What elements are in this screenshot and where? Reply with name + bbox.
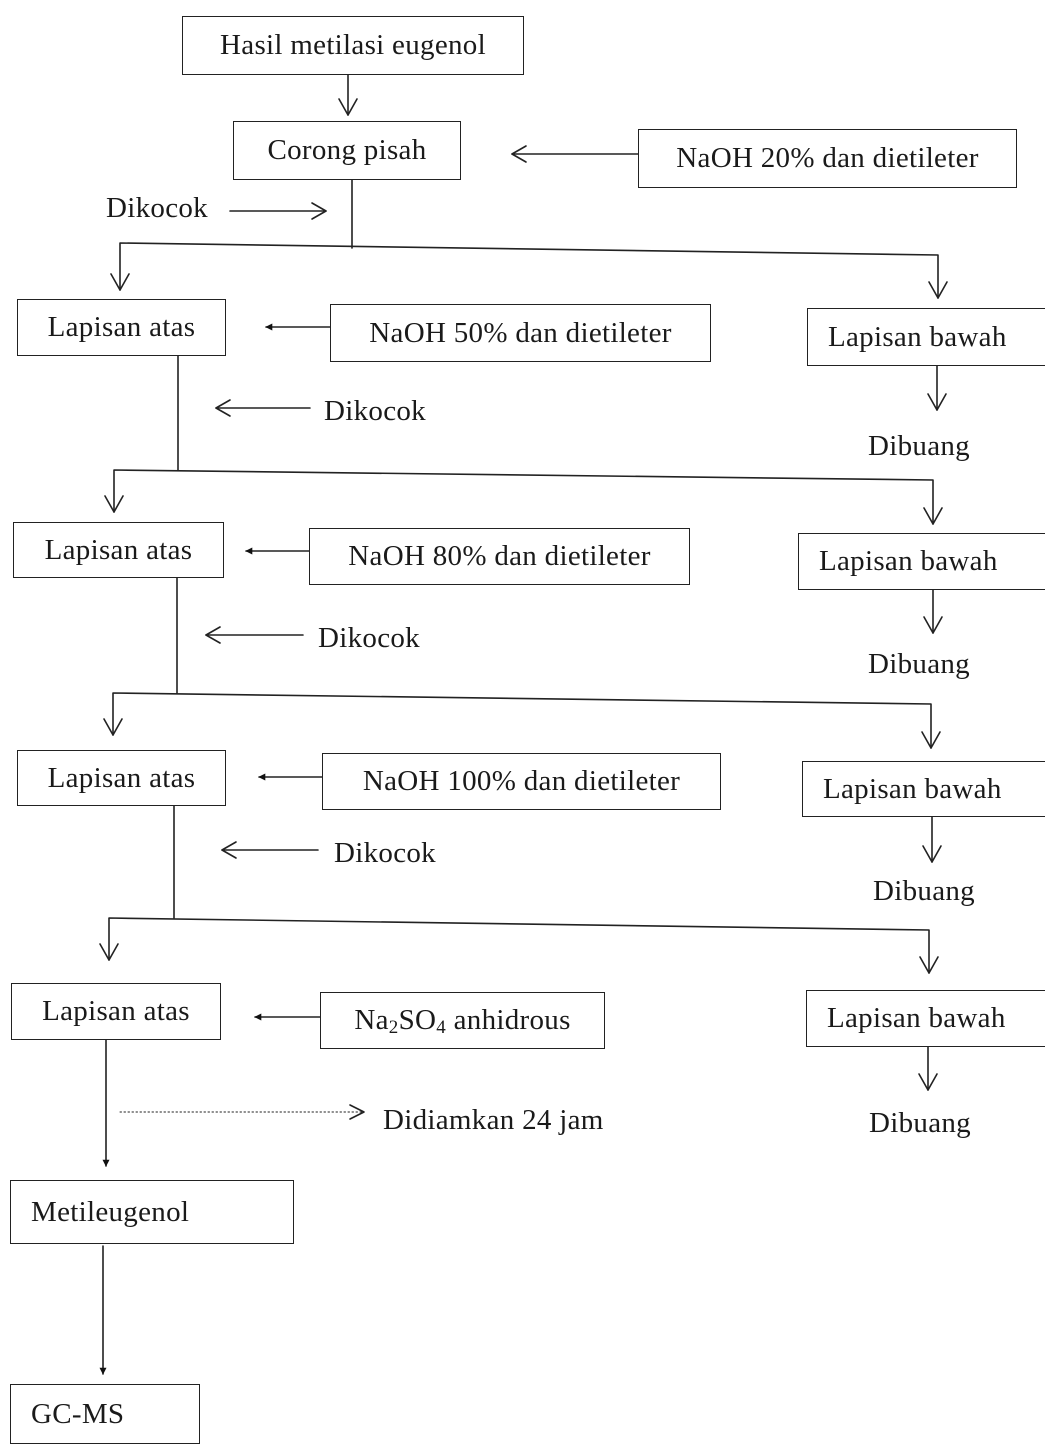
arrowhead-split-2-right xyxy=(923,507,943,525)
arrowhead-start-to-funnel xyxy=(338,98,358,116)
arrowhead-lower1-to-discard xyxy=(927,393,947,411)
shake-label-4: Dikocok xyxy=(334,837,436,869)
arrowhead-reagent1-to-funnel xyxy=(511,145,527,163)
discard-label-3: Dibuang xyxy=(873,875,975,907)
split-4 xyxy=(108,917,930,974)
reagent5-box: Na2SO4 anhidrous xyxy=(320,992,605,1049)
split-3 xyxy=(112,692,932,749)
rest-label: Didiamkan 24 jam xyxy=(383,1104,604,1136)
funnel-box: Corong pisah xyxy=(233,121,461,180)
arrowhead-split-4-right xyxy=(919,956,939,974)
upper-layer-label-2: Lapisan atas xyxy=(44,533,193,566)
discard-label-1: Dibuang xyxy=(868,430,970,462)
upper-layer-label-4: Lapisan atas xyxy=(42,995,190,1027)
upper-layer-box-2: Lapisan atas xyxy=(13,522,224,578)
start-box: Hasil metilasi eugenol xyxy=(182,16,524,75)
arrowhead-shake-2 xyxy=(215,399,231,417)
start-label: Hasil metilasi eugenol xyxy=(220,29,486,61)
split-1 xyxy=(119,242,939,299)
funnel-label: Corong pisah xyxy=(267,134,427,166)
product-label: Metileugenol xyxy=(31,1195,190,1228)
split-2 xyxy=(113,469,934,525)
arrowhead-split-4-left xyxy=(99,943,119,961)
upper-layer-label-1: Lapisan atas xyxy=(47,311,196,343)
lower-layer-box-1: Lapisan bawah xyxy=(807,308,1045,366)
arrowhead-lower2-to-discard xyxy=(923,616,943,634)
lower-layer-box-2: Lapisan bawah xyxy=(798,533,1045,590)
lower-layer-label-3: Lapisan bawah xyxy=(823,772,1002,805)
arrowhead-lower4-to-discard xyxy=(918,1073,938,1091)
reagent5-label: Na2SO4 anhidrous xyxy=(354,1004,571,1038)
arrowhead-rest xyxy=(349,1104,365,1120)
product-box: Metileugenol xyxy=(10,1180,294,1244)
upper-layer-box-3: Lapisan atas xyxy=(17,750,226,806)
arrowhead-split-1-right xyxy=(928,281,948,299)
reagent2-label: NaOH 50% dan dietileter xyxy=(369,316,672,349)
discard-label-4: Dibuang xyxy=(869,1107,971,1139)
lower-layer-box-3: Lapisan bawah xyxy=(802,761,1045,817)
arrowhead-split-1-left xyxy=(110,273,130,291)
arrowhead-shake-3 xyxy=(205,626,221,644)
arrowhead-split-3-right xyxy=(921,731,941,749)
reagent3-box: NaOH 80% dan dietileter xyxy=(309,528,690,585)
arrowhead-lower3-to-discard xyxy=(922,845,942,863)
upper-layer-label-3: Lapisan atas xyxy=(47,761,196,794)
upper-layer-box-1: Lapisan atas xyxy=(17,299,226,356)
reagent3-label: NaOH 80% dan dietileter xyxy=(348,540,651,572)
lower-layer-label-4: Lapisan bawah xyxy=(827,1002,1006,1034)
lower-layer-box-4: Lapisan bawah xyxy=(806,990,1045,1047)
reagent2-box: NaOH 50% dan dietileter xyxy=(330,304,711,362)
shake-label-1: Dikocok xyxy=(106,192,208,224)
shake-label-3: Dikocok xyxy=(318,622,420,654)
analysis-label: GC-MS xyxy=(31,1397,125,1430)
reagent1-label: NaOH 20% dan dietileter xyxy=(676,142,979,174)
reagent4-box: NaOH 100% dan dietileter xyxy=(322,753,721,810)
upper-layer-box-4: Lapisan atas xyxy=(11,983,221,1040)
lower-layer-label-1: Lapisan bawah xyxy=(828,320,1007,353)
arrowhead-shake-1 xyxy=(311,202,327,220)
arrowhead-split-3-left xyxy=(103,718,123,736)
reagent4-label: NaOH 100% dan dietileter xyxy=(362,765,681,797)
discard-label-2: Dibuang xyxy=(868,648,970,680)
reagent1-box: NaOH 20% dan dietileter xyxy=(638,129,1017,188)
arrowhead-split-2-left xyxy=(104,495,124,513)
shake-label-2: Dikocok xyxy=(324,395,426,427)
arrowhead-shake-4 xyxy=(221,841,237,859)
lower-layer-label-2: Lapisan bawah xyxy=(819,545,998,577)
analysis-box: GC-MS xyxy=(10,1384,200,1444)
